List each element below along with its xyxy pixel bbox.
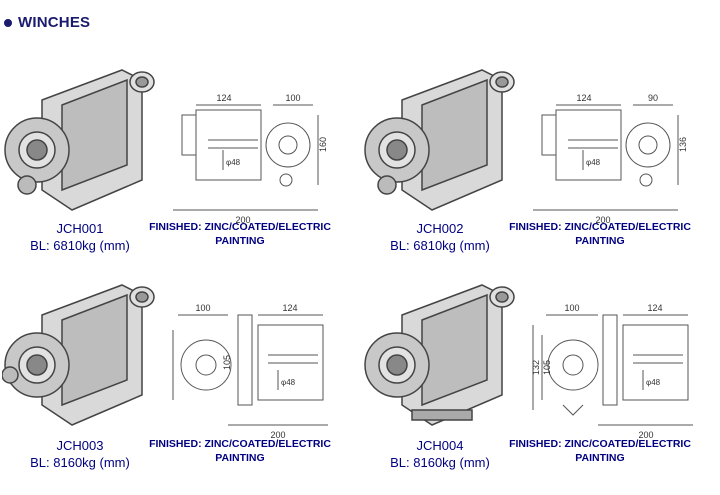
- finish-line1: FINISHED: ZINC/COATED/ELECTRIC: [509, 221, 691, 233]
- model-code: JCH003: [56, 438, 104, 453]
- finish-line1: FINISHED: ZINC/COATED/ELECTRIC: [149, 438, 331, 450]
- dim-top-right: 90: [648, 93, 658, 103]
- dim-bottom: 200: [235, 215, 250, 225]
- dim-phi: φ48: [226, 158, 241, 167]
- dimension-drawing: 100 124 200 105 φ48: [172, 303, 328, 440]
- finish-line2: PAINTING: [215, 235, 265, 247]
- dim-top-left: 124: [576, 93, 591, 103]
- winch-illustration: [364, 284, 515, 426]
- dim-height: 105: [222, 355, 232, 370]
- dim-height: 105: [542, 360, 552, 375]
- product-card-jch003: 100 124 200 105 φ48 JCH003 BL: 8160kg (m…: [0, 275, 360, 495]
- dimension-drawing: 124 90 200 136 φ48: [533, 93, 688, 225]
- finish-line2: PAINTING: [215, 452, 265, 464]
- winch-illustration: [364, 69, 515, 211]
- breaking-load: BL: 6810kg (mm): [390, 238, 490, 253]
- dim-top-right: 124: [282, 303, 297, 313]
- dim-bottom: 200: [638, 430, 653, 440]
- product-card-jch002: 124 90 200 136 φ48 JCH002 BL: 6810kg (mm…: [360, 60, 720, 280]
- breaking-load: BL: 6810kg (mm): [30, 238, 130, 253]
- dim-height: 136: [678, 137, 688, 152]
- model-code: JCH004: [416, 438, 464, 453]
- dim-phi: φ48: [281, 378, 296, 387]
- finish-line1: FINISHED: ZINC/COATED/ELECTRIC: [509, 438, 691, 450]
- dimension-drawing: 100 124 200 132 105 φ48: [531, 303, 693, 440]
- dim-top-left: 100: [195, 303, 210, 313]
- dim-height-outer: 132: [531, 360, 541, 375]
- product-card-jch001: 124 100 200 160 φ48 JCH001 BL: 6810kg (m…: [0, 60, 360, 280]
- breaking-load: BL: 8160kg (mm): [30, 455, 130, 470]
- product-card-jch004: 100 124 200 132 105 φ48 JCH004 BL: 8160k…: [360, 275, 720, 495]
- section-header: WINCHES: [4, 14, 90, 31]
- breaking-load: BL: 8160kg (mm): [390, 455, 490, 470]
- finish-line1: FINISHED: ZINC/COATED/ELECTRIC: [149, 221, 331, 233]
- dim-top-right: 124: [647, 303, 662, 313]
- model-code: JCH002: [416, 221, 464, 236]
- bullet-icon: [4, 18, 12, 27]
- dimension-drawing: 124 100 200 160 φ48: [173, 93, 328, 225]
- dim-bottom: 200: [595, 215, 610, 225]
- finish-line2: PAINTING: [575, 235, 625, 247]
- page-title: WINCHES: [18, 14, 91, 31]
- model-code: JCH001: [56, 221, 104, 236]
- dim-top-left: 124: [216, 93, 231, 103]
- dim-bottom: 200: [270, 430, 285, 440]
- dim-top-right: 100: [285, 93, 300, 103]
- dim-height: 160: [318, 137, 328, 152]
- dim-phi: φ48: [586, 158, 601, 167]
- dim-top-left: 100: [564, 303, 579, 313]
- winch-illustration: [4, 69, 155, 211]
- dim-phi: φ48: [646, 378, 661, 387]
- finish-line2: PAINTING: [575, 452, 625, 464]
- winch-illustration: [2, 284, 155, 426]
